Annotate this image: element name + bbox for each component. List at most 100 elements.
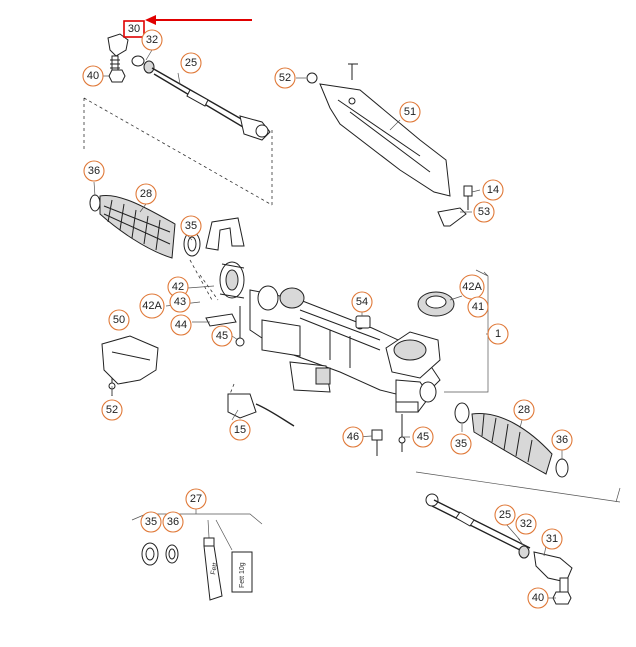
callout-32-bottom[interactable]: 32 — [515, 513, 537, 535]
callout-25-top[interactable]: 25 — [180, 52, 202, 74]
callout-35-kit[interactable]: 35 — [140, 511, 162, 533]
clamp-35-left[interactable] — [183, 231, 201, 257]
highlight-arrow — [145, 15, 252, 25]
boot-28-right[interactable] — [471, 413, 553, 475]
callout-27[interactable]: 27 — [185, 488, 207, 510]
callout-36-left[interactable]: 36 — [83, 160, 105, 182]
callout-25-bottom[interactable]: 25 — [494, 504, 516, 526]
motor-pinion-unit[interactable] — [385, 331, 441, 413]
svg-text:40: 40 — [532, 592, 544, 604]
bolt-14[interactable] — [463, 185, 473, 210]
connector-cable-15[interactable] — [227, 383, 295, 427]
svg-text:40: 40 — [87, 70, 99, 82]
svg-text:36: 36 — [88, 165, 100, 177]
callout-52-bottom[interactable]: 52 — [101, 399, 123, 421]
nut-40-top[interactable] — [108, 69, 126, 83]
svg-text:30: 30 — [128, 23, 140, 35]
svg-text:32: 32 — [146, 34, 158, 46]
callout-30-highlighted[interactable]: 30 — [123, 20, 145, 38]
boot-28-left[interactable] — [89, 194, 176, 259]
svg-text:36: 36 — [167, 516, 179, 528]
tie-rod-end-top[interactable] — [107, 33, 129, 73]
callout-14[interactable]: 14 — [482, 179, 504, 201]
clamp-36-right[interactable] — [555, 458, 569, 478]
callout-28-right[interactable]: 28 — [513, 399, 535, 421]
bearing-41[interactable] — [417, 291, 455, 317]
bolt-52-top[interactable] — [306, 63, 358, 84]
svg-text:51: 51 — [404, 106, 416, 118]
callout-42a-left[interactable]: 42A — [139, 293, 165, 319]
grease-tube-label: Fett — [210, 562, 219, 575]
clamp-35-kit[interactable] — [141, 542, 159, 566]
svg-text:31: 31 — [546, 533, 558, 545]
inner-tie-rod-25-top[interactable] — [151, 67, 271, 141]
svg-text:15: 15 — [234, 424, 246, 436]
svg-text:35: 35 — [185, 220, 197, 232]
callout-40-top[interactable]: 40 — [82, 65, 104, 87]
svg-text:27: 27 — [190, 493, 202, 505]
bracket-44[interactable] — [205, 313, 237, 327]
svg-text:45: 45 — [417, 431, 429, 443]
svg-text:54: 54 — [356, 296, 368, 308]
svg-text:41: 41 — [472, 301, 484, 313]
mounting-bracket[interactable] — [205, 217, 245, 299]
callout-1[interactable]: 1 — [487, 323, 509, 345]
svg-text:28: 28 — [140, 188, 152, 200]
bolt-45-left[interactable] — [235, 306, 245, 347]
callout-43[interactable]: 43 — [169, 291, 191, 313]
cap-54[interactable] — [355, 315, 371, 329]
svg-text:44: 44 — [175, 319, 187, 331]
lock-nut-32-top[interactable] — [131, 55, 155, 74]
svg-text:42A: 42A — [142, 300, 162, 312]
svg-text:50: 50 — [113, 314, 125, 326]
svg-text:36: 36 — [556, 434, 568, 446]
bolt-45-lower[interactable] — [398, 414, 406, 452]
shield-51[interactable] — [319, 83, 451, 197]
callout-41[interactable]: 41 — [467, 296, 489, 318]
callout-45-lower[interactable]: 45 — [412, 426, 434, 448]
svg-text:42: 42 — [172, 281, 184, 293]
callout-53[interactable]: 53 — [473, 201, 495, 223]
svg-text:43: 43 — [174, 296, 186, 308]
cover-50[interactable] — [101, 335, 159, 385]
callout-46[interactable]: 46 — [342, 426, 364, 448]
callout-36-right[interactable]: 36 — [551, 429, 573, 451]
svg-text:35: 35 — [455, 438, 467, 450]
callout-40-bottom[interactable]: 40 — [527, 587, 549, 609]
callout-45-left[interactable]: 45 — [211, 325, 233, 347]
inner-tie-rod-25-bottom[interactable] — [425, 493, 531, 555]
callout-35-right[interactable]: 35 — [450, 433, 472, 455]
callout-42a-right[interactable]: 42A — [459, 274, 485, 300]
svg-text:14: 14 — [487, 184, 499, 196]
callout-51[interactable]: 51 — [399, 101, 421, 123]
callout-15[interactable]: 15 — [229, 419, 251, 441]
callout-52-top[interactable]: 52 — [274, 67, 296, 89]
clamp-36-kit[interactable] — [165, 544, 179, 564]
callout-32-top[interactable]: 32 — [141, 29, 163, 51]
svg-text:42A: 42A — [462, 281, 482, 293]
svg-text:25: 25 — [185, 57, 197, 69]
grease-packet[interactable]: Fett 10g — [231, 551, 253, 593]
callout-36-kit[interactable]: 36 — [162, 511, 184, 533]
svg-text:1: 1 — [495, 328, 501, 340]
callout-44[interactable]: 44 — [170, 314, 192, 336]
svg-text:52: 52 — [279, 72, 291, 84]
callout-35-left[interactable]: 35 — [180, 215, 202, 237]
callout-31[interactable]: 31 — [541, 528, 563, 550]
svg-text:46: 46 — [347, 431, 359, 443]
bracket-53[interactable] — [437, 207, 467, 227]
svg-text:25: 25 — [499, 509, 511, 521]
svg-text:52: 52 — [106, 404, 118, 416]
svg-text:35: 35 — [145, 516, 157, 528]
svg-text:32: 32 — [520, 518, 532, 530]
grease-tube[interactable]: Fett — [203, 537, 223, 601]
grease-packet-label: Fett 10g — [239, 562, 246, 588]
clamp-35-right[interactable] — [454, 402, 470, 424]
svg-text:45: 45 — [216, 330, 228, 342]
callout-50[interactable]: 50 — [108, 309, 130, 331]
callout-28-left[interactable]: 28 — [135, 183, 157, 205]
lock-nut-32-bottom[interactable] — [518, 545, 530, 559]
callout-54[interactable]: 54 — [351, 291, 373, 313]
bolt-46[interactable] — [371, 429, 383, 456]
